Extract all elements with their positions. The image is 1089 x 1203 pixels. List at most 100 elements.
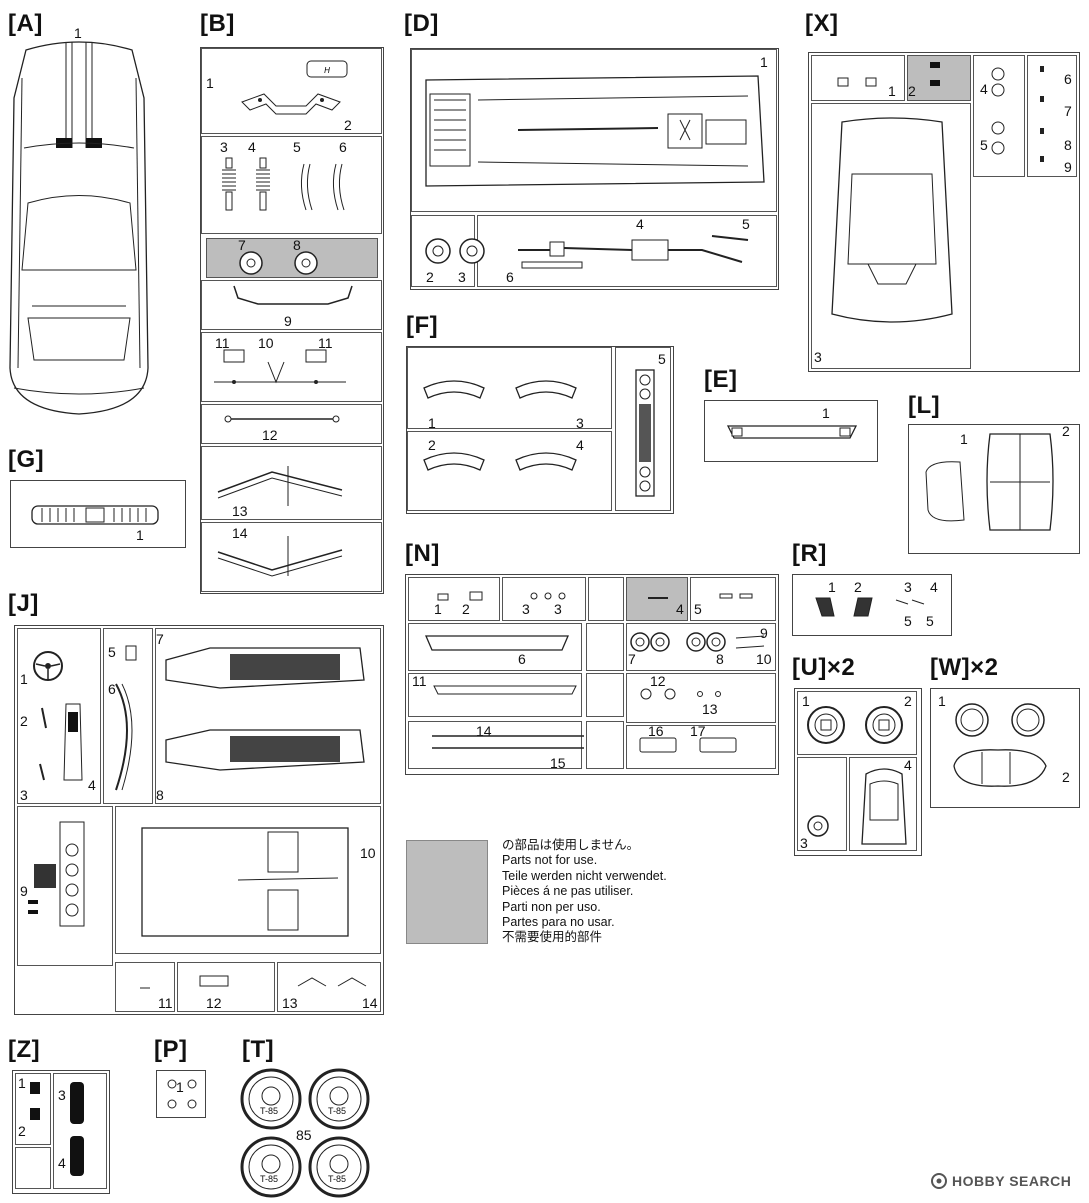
sprue-d-label: [D] <box>404 10 439 37</box>
part-number: 4 <box>248 139 256 155</box>
tire: T-85 <box>240 1136 302 1198</box>
part-number: 1 <box>428 415 436 431</box>
exhaust-pipe-icon <box>518 235 749 269</box>
part-number: 14 <box>362 995 378 1011</box>
legend-line: の部品は使用しません。 <box>502 838 640 852</box>
small-body-parts-icon <box>437 591 753 601</box>
part-number: 5 <box>108 644 116 660</box>
part-number: 12 <box>650 673 666 689</box>
window-glass-icon <box>831 117 953 323</box>
legend-line: Teile werden nicht verwendet. <box>502 868 667 883</box>
sprue-j-label: [J] <box>8 590 39 617</box>
part-number: 9 <box>760 625 768 641</box>
rear-bumper-icon <box>425 635 569 651</box>
steering-wheel-icon <box>33 651 63 681</box>
part-number: 9 <box>1064 159 1072 175</box>
part-number: 6 <box>108 681 116 697</box>
part-number: 16 <box>648 723 664 739</box>
center-console-icon <box>39 703 83 781</box>
sprue-f-frame <box>406 346 674 514</box>
part-number: 2 <box>344 117 352 133</box>
part-number: 3 <box>522 601 530 617</box>
sprue-r-label: [R] <box>792 540 827 567</box>
part-number: 1 <box>802 693 810 709</box>
tire-label: T-85 <box>328 1174 347 1184</box>
part-number: 3 <box>800 835 808 851</box>
part-number: 2 <box>904 693 912 709</box>
brake-disc-icon <box>239 251 318 275</box>
sprue-z-label: [Z] <box>8 1036 41 1063</box>
part-number: 2 <box>854 579 862 595</box>
sprue-w-frame <box>930 688 1080 808</box>
fender-flare-icon <box>423 380 577 471</box>
leaf-spring-icon <box>300 163 345 211</box>
part-number: 2 <box>426 269 434 285</box>
part-number: 6 <box>339 139 347 155</box>
part-number: 1 <box>176 1079 184 1095</box>
part-number: 3 <box>814 349 822 365</box>
part-number: 12 <box>262 427 278 443</box>
part-number: 3 <box>554 601 562 617</box>
part-number: 4 <box>904 757 912 773</box>
sprue-j-frame <box>14 625 384 1015</box>
small-interior-parts-icon <box>140 975 367 989</box>
part-number: 2 <box>18 1123 26 1139</box>
part-number: 3 <box>904 579 912 595</box>
sprue-p-frame <box>156 1070 206 1118</box>
part-number: 10 <box>258 335 274 351</box>
part-number: 9 <box>284 313 292 329</box>
part-number: 1 <box>938 693 946 709</box>
part-number: 13 <box>232 503 248 519</box>
bracket-plates-icon <box>214 349 346 384</box>
part-number: 2 <box>1062 423 1070 439</box>
part-number: 3 <box>20 787 28 803</box>
part-number: 10 <box>756 651 772 667</box>
trim-strip-icon <box>432 735 584 749</box>
part-number: 1 <box>20 671 28 687</box>
part-number: 11 <box>318 335 333 351</box>
part-number: 13 <box>702 701 718 717</box>
sprue-l-label: [L] <box>908 392 941 419</box>
part-number: 6 <box>1064 71 1072 87</box>
legend-line: Pièces á ne pas utiliser. <box>502 884 634 899</box>
part-number: 15 <box>550 755 566 771</box>
sprue-z-frame <box>12 1070 110 1194</box>
part-number: 11 <box>215 335 230 351</box>
pedal-set-icon <box>815 597 925 617</box>
sprue-b-label: [B] <box>200 10 235 37</box>
rear-seat-icon <box>925 433 1054 531</box>
stabilizer-bar-icon <box>233 285 353 305</box>
wheel-rim-icon <box>807 706 903 744</box>
part-number: 8 <box>716 651 724 667</box>
interior-tub-icon <box>141 827 349 937</box>
svg-text:H: H <box>324 66 330 75</box>
part-number: 5 <box>293 139 301 155</box>
legend-line: Parti non per uso. <box>502 899 601 914</box>
rubber-parts-icon <box>30 1082 84 1176</box>
part-number: 4 <box>88 777 96 793</box>
legend-swatch <box>406 840 488 944</box>
part-number: 2 <box>462 601 470 617</box>
legend-line: Parts not for use. <box>502 853 598 868</box>
tire-count: 85 <box>296 1127 312 1143</box>
part-number: 14 <box>476 723 492 739</box>
part-number: 1 <box>760 54 768 70</box>
front-grille-icon <box>635 369 655 497</box>
dashboard-panel-icon <box>115 645 137 791</box>
part-number: 1 <box>18 1075 26 1091</box>
part-number: 4 <box>636 216 644 232</box>
poly-cap-icon <box>167 1079 197 1109</box>
small-clear-parts-icon <box>991 66 1044 162</box>
tire: T-85 <box>308 1068 370 1130</box>
part-number: 3 <box>58 1087 66 1103</box>
sprue-w-label: [W]×2 <box>930 654 999 681</box>
part-number: 4 <box>576 437 584 453</box>
sprue-x-label: [X] <box>805 10 839 37</box>
part-number: 3 <box>458 269 466 285</box>
part-number: 8 <box>1064 137 1072 153</box>
legend-text: の部品は使用しません。 Parts not for use. Teile wer… <box>502 838 667 946</box>
sprue-f-label: [F] <box>406 312 439 339</box>
sprue-u-label: [U]×2 <box>792 654 856 681</box>
part-number: 11 <box>412 673 427 689</box>
tire-label: T-85 <box>260 1174 279 1184</box>
